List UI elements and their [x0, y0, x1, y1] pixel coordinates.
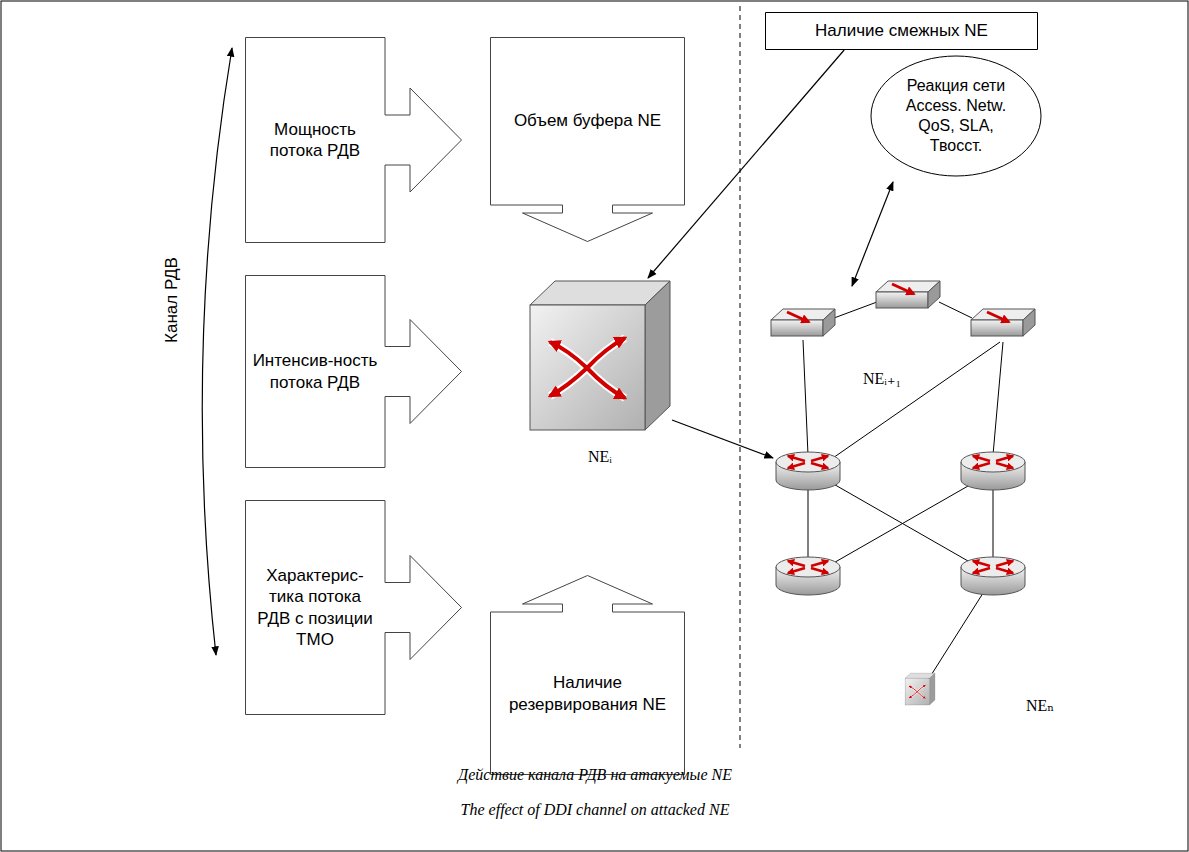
block-arrow-box: Наличие резервирования NE: [490, 575, 685, 775]
node-text-area: Интенсив-ность потока РДВ: [245, 275, 385, 468]
box-outline: [766, 13, 1038, 50]
node-text-area: Наличие резервирования NE: [490, 612, 685, 775]
box-outline: [246, 501, 462, 715]
box-outline: [246, 38, 462, 243]
node-text: NEᵢ: [588, 447, 612, 467]
node-text-area: Объем буфера NE: [490, 37, 685, 205]
node-label: Интенсив-ность потока РДВ: [251, 350, 379, 393]
network-link: [830, 482, 975, 565]
node-label: Наличие смежных NE: [815, 20, 988, 41]
network-element-icon: [905, 673, 935, 705]
node-text-area: Наличие смежных NE: [765, 12, 1038, 50]
element-label: NEₙ: [1026, 696, 1054, 715]
router-icon: [961, 452, 1025, 490]
process-box: Наличие смежных NE: [765, 12, 1038, 50]
box-outline: [491, 576, 685, 775]
ellipse-outline: [871, 56, 1041, 176]
node-text: Наличие резервирования NE: [496, 672, 679, 715]
router-icon: [776, 452, 840, 490]
channel-label: Канал РДВ: [162, 257, 182, 343]
channel-arrow: [202, 48, 232, 655]
node-label: Характерис-тика потока РДВ с позиции ТМО: [251, 565, 379, 650]
node-text: Характерис-тика потока РДВ с позиции ТМО: [251, 565, 379, 650]
node-outline: [245, 500, 462, 715]
network-element: NEᵢ: [520, 278, 680, 478]
network-link: [830, 342, 1000, 460]
node-text-area: Реакция сети Access. Netw. QoS, SLA, Тво…: [894, 65, 1018, 167]
caption-translation: The effect of DDI channel on attacked NE: [461, 801, 730, 819]
node-text: Мощность потока РДВ: [251, 119, 379, 162]
network-link: [830, 482, 975, 565]
ellipse-node: Реакция сети Access. Netw. QoS, SLA, Тво…: [870, 55, 1042, 177]
network-link: [993, 485, 994, 560]
network-link: [803, 340, 808, 455]
node-text-area: Мощность потока РДВ: [245, 37, 385, 243]
block-arrow-box: Мощность потока РДВ: [245, 37, 462, 243]
node-outline: [245, 37, 462, 243]
node-label: Реакция сети Access. Netw. QoS, SLA, Тво…: [900, 76, 1012, 156]
figure-caption: Действие канала РДВ на атакуемые NE: [458, 766, 732, 784]
node-text: Наличие смежных NE: [815, 20, 988, 41]
node-label: Объем буфера NE: [514, 110, 661, 131]
router-icon: [776, 557, 840, 595]
network-link: [928, 590, 985, 680]
divider-line: [740, 6, 741, 748]
block-arrow-box: Интенсив-ность потока РДВ: [245, 275, 462, 468]
switch-icon: [876, 281, 940, 308]
node-outline: [245, 275, 462, 468]
switch-icon: [971, 309, 1035, 336]
node-label: NEᵢ: [588, 447, 612, 467]
block-arrow-box: Объем буфера NE: [490, 37, 685, 242]
node-text: Интенсив-ность потока РДВ: [251, 350, 379, 393]
node-text-area: NEᵢ: [520, 436, 680, 478]
node-text: Объем буфера NE: [514, 110, 661, 131]
box-outline: [246, 276, 462, 468]
network-link: [939, 302, 972, 318]
router-icon: [961, 557, 1025, 595]
network-link: [993, 342, 1003, 455]
network-link: [808, 485, 809, 560]
element-label: NEᵢ₊₁: [863, 369, 901, 388]
block-arrow-box: Характерис-тика потока РДВ с позиции ТМО: [245, 500, 462, 715]
link-arrow: [672, 420, 773, 458]
reaction-arrow: [852, 182, 893, 286]
node-outline: [870, 55, 1042, 177]
node-text-area: Характерис-тика потока РДВ с позиции ТМО: [245, 500, 385, 715]
box-outline: [491, 38, 685, 242]
node-outline: [490, 37, 685, 242]
switch-icon: [771, 309, 835, 336]
node-label: Наличие резервирования NE: [496, 672, 679, 715]
network-links: [803, 302, 1003, 680]
node-label: Мощность потока РДВ: [251, 119, 379, 162]
network-element-icon: [530, 281, 670, 430]
node-text: Реакция сети Access. Netw. QoS, SLA, Тво…: [900, 76, 1012, 156]
network-link: [834, 302, 877, 318]
